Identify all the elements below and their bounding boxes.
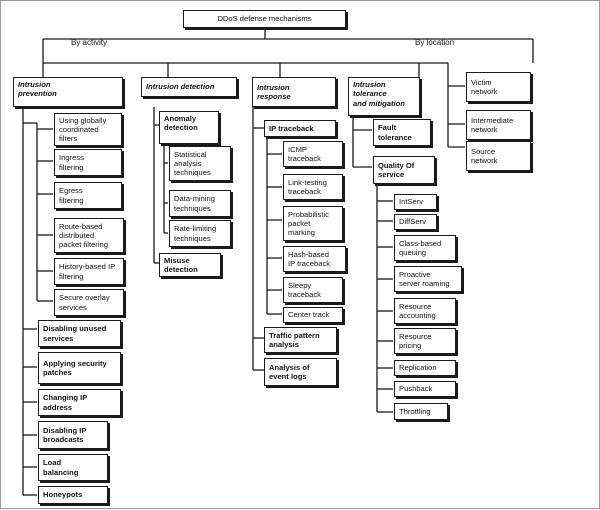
intrusion-detection-header: Intrusion detection — [141, 77, 237, 97]
filter-node: Secure overlay services — [54, 289, 124, 316]
qos-technique-node: Class-based queuing — [394, 235, 456, 261]
fault-tolerance-node: Fault tolerance — [373, 119, 431, 146]
location-source-network: Source network — [466, 141, 531, 171]
qos-technique-node: Throttling — [394, 403, 448, 420]
traceback-technique-node: Sleepy traceback — [283, 277, 343, 303]
detection-technique-node: Rate-limiting techniques — [169, 220, 231, 247]
qos-technique-node: Resource accounting — [394, 298, 456, 324]
traceback-technique-node: Probabilistic packet marking — [283, 206, 343, 241]
by-activity-label: By activity — [71, 38, 108, 47]
filter-node: Using globally coordinated filters — [54, 113, 122, 146]
traceback-technique-node: Center track — [283, 307, 343, 323]
intrusion-tolerance-header: Intrusion tolerance and mitigation — [348, 77, 420, 116]
qos-technique-node: DiffServ — [394, 214, 437, 230]
intrusion-prevention-header: Intrusion prevention — [13, 77, 123, 107]
prevention-technique-node: Applying security patches — [38, 352, 121, 384]
misuse-detection-node: Misuse detection — [159, 253, 221, 277]
qos-technique-node: Replication — [394, 360, 456, 376]
prevention-technique-node: Disabling unused services — [38, 320, 121, 347]
traceback-technique-node: Link-testing traceback — [283, 174, 343, 200]
qos-technique-node: Pushback — [394, 381, 456, 397]
intrusion-response-header: Intrusion response — [252, 77, 336, 107]
qos-technique-node: Resource pricing — [394, 328, 456, 354]
filter-node: Ingress filtering — [54, 149, 122, 176]
quality-of-service-node: Quality Of service — [373, 156, 435, 184]
qos-technique-node: Proactive server roaming — [394, 266, 462, 292]
anomaly-detection-node: Anomaly detection — [159, 111, 219, 144]
prevention-technique-node: Load balancing — [38, 454, 108, 481]
qos-technique-node: IntServ — [394, 194, 437, 210]
ip-traceback-node: IP traceback — [264, 120, 336, 137]
prevention-technique-node: Honeypots — [38, 486, 108, 504]
prevention-technique-node: Disabling IP broadcasts — [38, 421, 108, 449]
traceback-technique-node: ICMP traceback — [283, 141, 343, 167]
detection-technique-node: Data-mining techniques — [169, 190, 231, 217]
root-node: DDoS defense mechanisms — [183, 10, 346, 28]
detection-technique-node: Statistical analysis techniques — [169, 146, 231, 181]
traceback-technique-node: Hash-based IP traceback — [283, 246, 346, 272]
filter-node: Egress filtering — [54, 182, 122, 209]
filter-node: History-based IP filtering — [54, 258, 124, 285]
location-intermediate-network: Intermediate network — [466, 110, 531, 140]
location-victim-network: Victim network — [466, 72, 531, 102]
traffic-pattern-analysis-node: Traffic pattern analysis — [264, 327, 337, 353]
prevention-technique-node: Changing IP address — [38, 389, 121, 416]
event-log-analysis-node: Analysis of event logs — [264, 358, 337, 386]
filter-node: Route-based distributed packet filtering — [54, 218, 124, 253]
by-location-label: By location — [415, 38, 455, 47]
